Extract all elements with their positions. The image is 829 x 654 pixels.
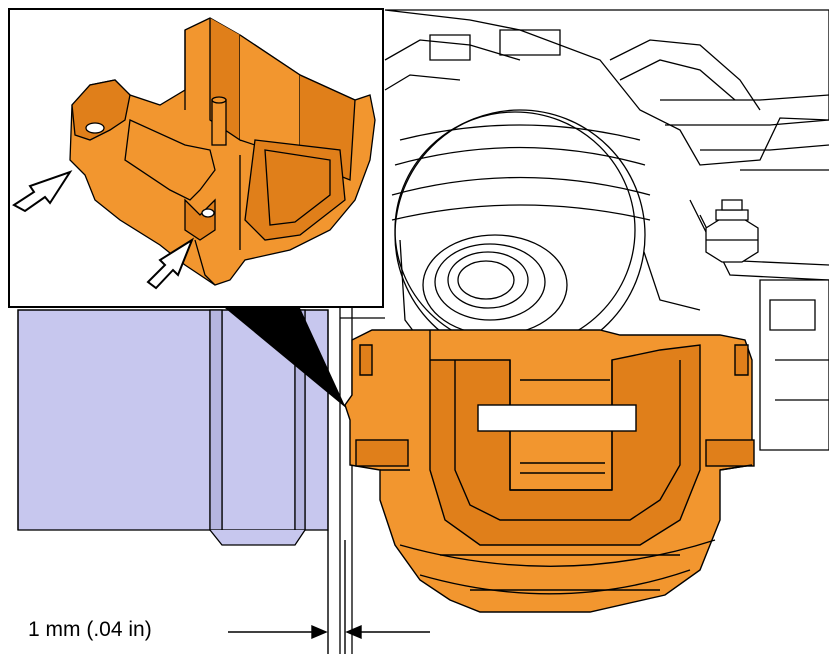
- arrow-outline-icon: [12, 170, 73, 213]
- bracket-detail-view: [69, 17, 376, 286]
- dimension-arrow-right: [345, 624, 362, 640]
- dimension-callout: [228, 530, 430, 654]
- detail-inset: [8, 8, 384, 308]
- inset-leader-pointer: [225, 308, 346, 408]
- background-assembly: [339, 9, 829, 654]
- spacer-block: [17, 309, 329, 546]
- bracket-main-view: [344, 329, 755, 613]
- arrow-outline-icon: [146, 237, 195, 290]
- dimension-label: 1 mm (.04 in): [28, 618, 152, 641]
- dimension-arrow-left: [311, 624, 328, 640]
